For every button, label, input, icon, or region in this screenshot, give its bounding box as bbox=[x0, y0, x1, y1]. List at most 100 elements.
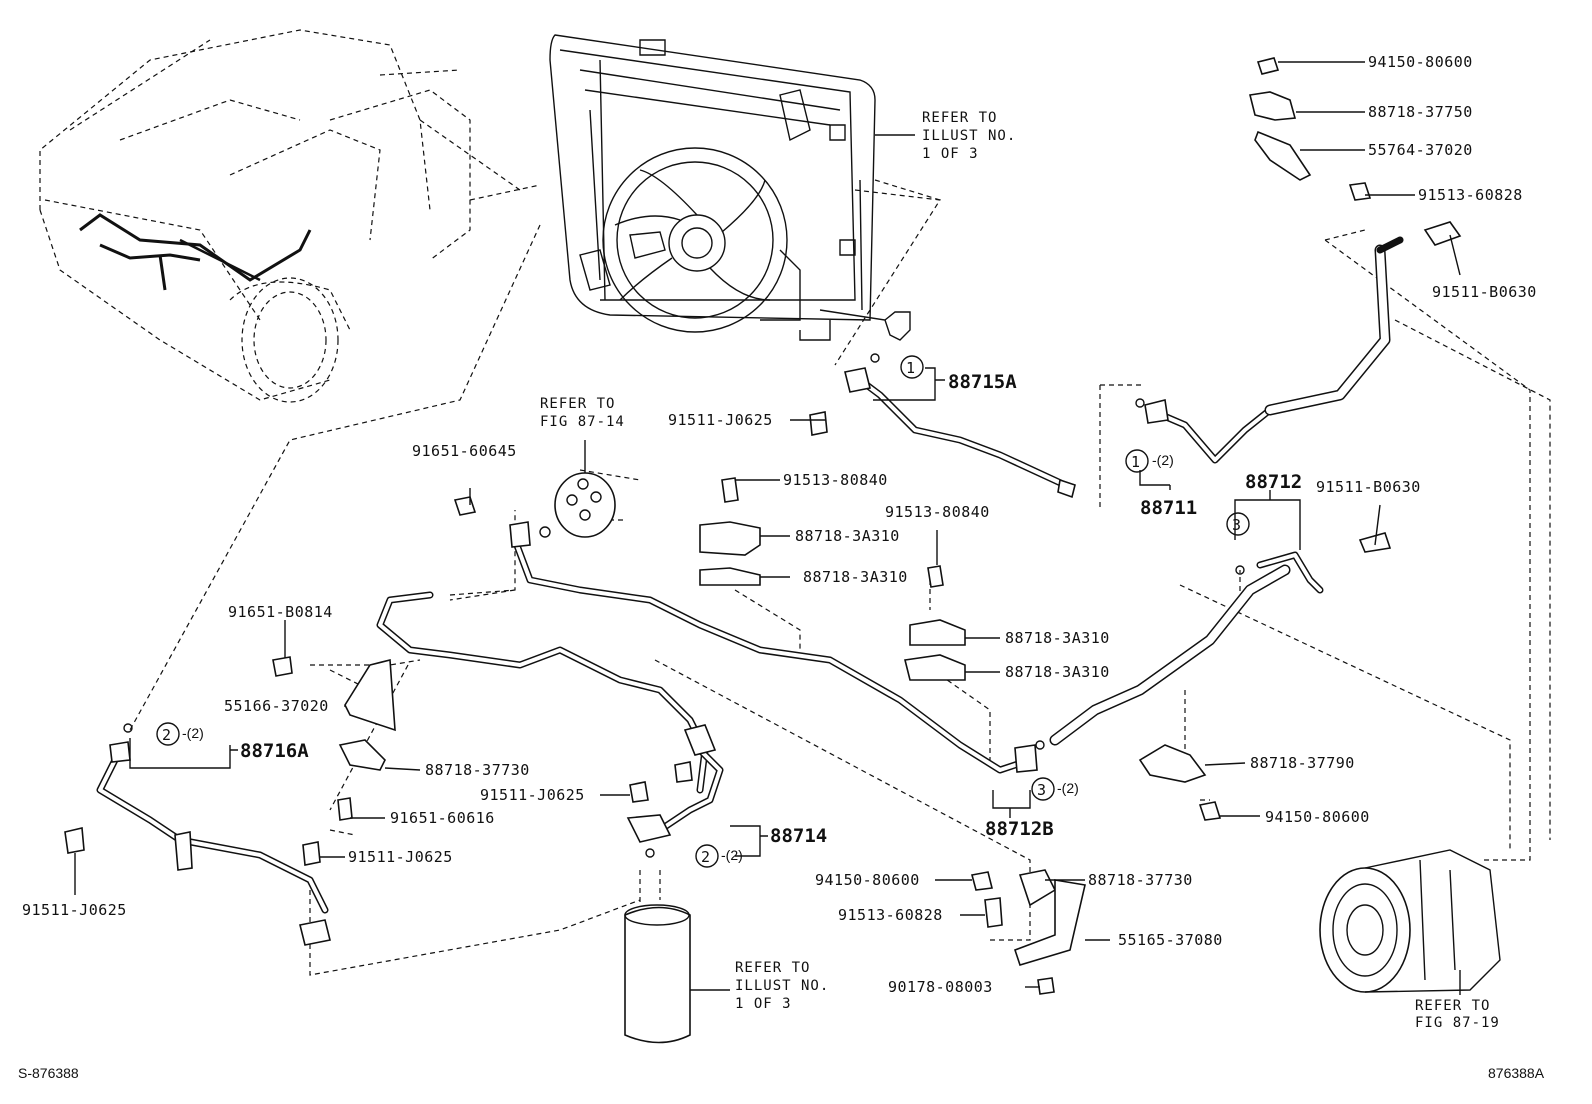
refrigerant-lines bbox=[96, 236, 1404, 914]
part-91511-J0625-center: 91511-J0625 bbox=[480, 786, 585, 804]
bolt-91511-B0630-top bbox=[1423, 221, 1462, 246]
part-88718-37730-left: 88718-37730 bbox=[425, 761, 530, 779]
ref-radiator-line1: REFER TO bbox=[922, 110, 997, 126]
bolt-91513-60828-top bbox=[1348, 182, 1372, 201]
group-labels: 88715A 88711 88712 88712B 88716A 88714 bbox=[240, 371, 1302, 847]
part-88718-3A310-d: 88718-3A310 bbox=[1005, 663, 1110, 681]
illustration-code-right: 876388A bbox=[1488, 1065, 1545, 1081]
bolt-91513-80840-b bbox=[927, 565, 944, 588]
part-91511-B0630-top: 91511-B0630 bbox=[1432, 283, 1537, 301]
ref-fig8714-line1: REFER TO bbox=[540, 396, 615, 412]
bracket-55166-37020 bbox=[344, 658, 396, 732]
reference-notes: REFER TO ILLUST NO. 1 OF 3 REFER TO FIG … bbox=[540, 110, 1500, 1031]
part-94150-80600-bottom: 94150-80600 bbox=[815, 871, 920, 889]
receiver-dryer bbox=[624, 904, 691, 1044]
group-88716A: 88716A bbox=[240, 740, 309, 762]
callout-leaders bbox=[74, 61, 1461, 995]
bracket-55165-37080 bbox=[1013, 879, 1086, 966]
illustration-code-left: S-876388 bbox=[18, 1065, 79, 1081]
part-91511-J0625-mid: 91511-J0625 bbox=[668, 411, 773, 429]
marker-1a: 1 bbox=[906, 359, 915, 377]
part-94150-80600-right: 94150-80600 bbox=[1265, 808, 1370, 826]
nut-94150-80600-top bbox=[1256, 57, 1280, 75]
condenser-fan-assembly bbox=[549, 34, 911, 341]
ref-fig8719-line1: REFER TO bbox=[1415, 998, 1490, 1014]
marker-circle-1b bbox=[1125, 449, 1149, 473]
part-91651-60616: 91651-60616 bbox=[390, 809, 495, 827]
clamp-88718-37790 bbox=[1138, 744, 1207, 783]
bolt-91513-60828-bottom bbox=[984, 897, 1003, 928]
bracket-55764-37020 bbox=[1254, 130, 1312, 181]
bolt-91511-J0625-center bbox=[629, 781, 649, 803]
part-91511-J0625-bottom: 91511-J0625 bbox=[348, 848, 453, 866]
ref-receiver-line3: 1 OF 3 bbox=[735, 996, 792, 1012]
part-55165-37080: 55165-37080 bbox=[1118, 931, 1223, 949]
part-number-labels: 94150-80600 88718-37750 55764-37020 9151… bbox=[22, 53, 1537, 996]
group-88715A: 88715A bbox=[948, 371, 1017, 393]
vehicle-illustration bbox=[39, 29, 541, 403]
component-drawings bbox=[64, 57, 1501, 1044]
marker-circle-3a bbox=[1226, 512, 1250, 536]
part-88718-37790: 88718-37790 bbox=[1250, 754, 1355, 772]
marker-2b-qty: -(2) bbox=[721, 847, 743, 863]
ref-fig8714-line2: FIG 87-14 bbox=[540, 414, 625, 430]
bolt-91651-60616 bbox=[337, 797, 353, 821]
bolt-91651-B0814 bbox=[272, 656, 293, 677]
cushion-88718-3A310-c bbox=[909, 619, 966, 646]
clamp-88718-37730-left bbox=[338, 739, 386, 771]
ref-radiator-line3: 1 OF 3 bbox=[922, 146, 979, 162]
pulley-fig-87-14 bbox=[554, 472, 616, 538]
nut-94150-80600-bottom bbox=[971, 871, 993, 891]
cushion-88718-3A310-a bbox=[699, 521, 761, 556]
part-88718-3A310-a: 88718-3A310 bbox=[795, 527, 900, 545]
part-55166-37020: 55166-37020 bbox=[224, 697, 329, 715]
marker-2a-qty: -(2) bbox=[182, 725, 204, 741]
marker-3a: 3 bbox=[1232, 516, 1241, 534]
part-91651-B0814: 91651-B0814 bbox=[228, 603, 333, 621]
part-91511-B0630-right: 91511-B0630 bbox=[1316, 478, 1421, 496]
marker-circle-3b bbox=[1031, 777, 1055, 801]
bolt-91511-J0625-bottom bbox=[302, 841, 321, 866]
part-55764-37020: 55764-37020 bbox=[1368, 141, 1473, 159]
part-88718-3A310-b: 88718-3A310 bbox=[803, 568, 908, 586]
part-91513-80840-a: 91513-80840 bbox=[783, 471, 888, 489]
marker-circle-2b bbox=[695, 844, 719, 868]
bolt-91651-60645 bbox=[453, 496, 477, 516]
bolt-91511-J0625-left bbox=[64, 827, 85, 854]
marker-circle-2a bbox=[156, 722, 180, 746]
ref-receiver-line1: REFER TO bbox=[735, 960, 810, 976]
marker-1b: 1 bbox=[1131, 453, 1140, 471]
part-91511-J0625-left: 91511-J0625 bbox=[22, 901, 127, 919]
marker-1b-qty: -(2) bbox=[1152, 452, 1174, 468]
part-90178-08003: 90178-08003 bbox=[888, 978, 993, 996]
part-91513-60828-top: 91513-60828 bbox=[1418, 186, 1523, 204]
circled-markers: 1 1 -(2) 3 3 -(2) 2 -(2) 2 -(2) bbox=[156, 355, 1250, 868]
group-88712B: 88712B bbox=[985, 818, 1054, 840]
group-88714: 88714 bbox=[770, 825, 827, 847]
nut-94150-80600-right bbox=[1198, 801, 1222, 821]
part-88718-37730-right: 88718-37730 bbox=[1088, 871, 1193, 889]
group-88712: 88712 bbox=[1245, 471, 1302, 493]
ref-fig8719-line2: FIG 87-19 bbox=[1415, 1015, 1500, 1031]
ref-radiator-line2: ILLUST NO. bbox=[922, 128, 1016, 144]
part-88718-3A310-c: 88718-3A310 bbox=[1005, 629, 1110, 647]
marker-3b: 3 bbox=[1037, 781, 1046, 799]
cushion-88718-3A310-b bbox=[699, 567, 761, 586]
part-88718-37750: 88718-37750 bbox=[1368, 103, 1473, 121]
compressor bbox=[1319, 849, 1501, 993]
part-91513-80840-b: 91513-80840 bbox=[885, 503, 990, 521]
part-91513-60828-bottom: 91513-60828 bbox=[838, 906, 943, 924]
marker-circle-1a bbox=[900, 355, 924, 379]
part-91651-60645: 91651-60645 bbox=[412, 442, 517, 460]
clamp-88718-37750 bbox=[1249, 91, 1297, 121]
marker-3b-qty: -(2) bbox=[1057, 780, 1079, 796]
part-94150-80600-top: 94150-80600 bbox=[1368, 53, 1473, 71]
cushion-88718-3A310-d bbox=[904, 654, 966, 681]
ref-receiver-line2: ILLUST NO. bbox=[735, 978, 829, 994]
clamp-88718-37730-right bbox=[1018, 869, 1057, 907]
marker-2a: 2 bbox=[162, 726, 171, 744]
nut-90178-08003 bbox=[1037, 977, 1055, 995]
bolt-91513-80840-a bbox=[721, 477, 739, 503]
marker-2b: 2 bbox=[701, 848, 710, 866]
